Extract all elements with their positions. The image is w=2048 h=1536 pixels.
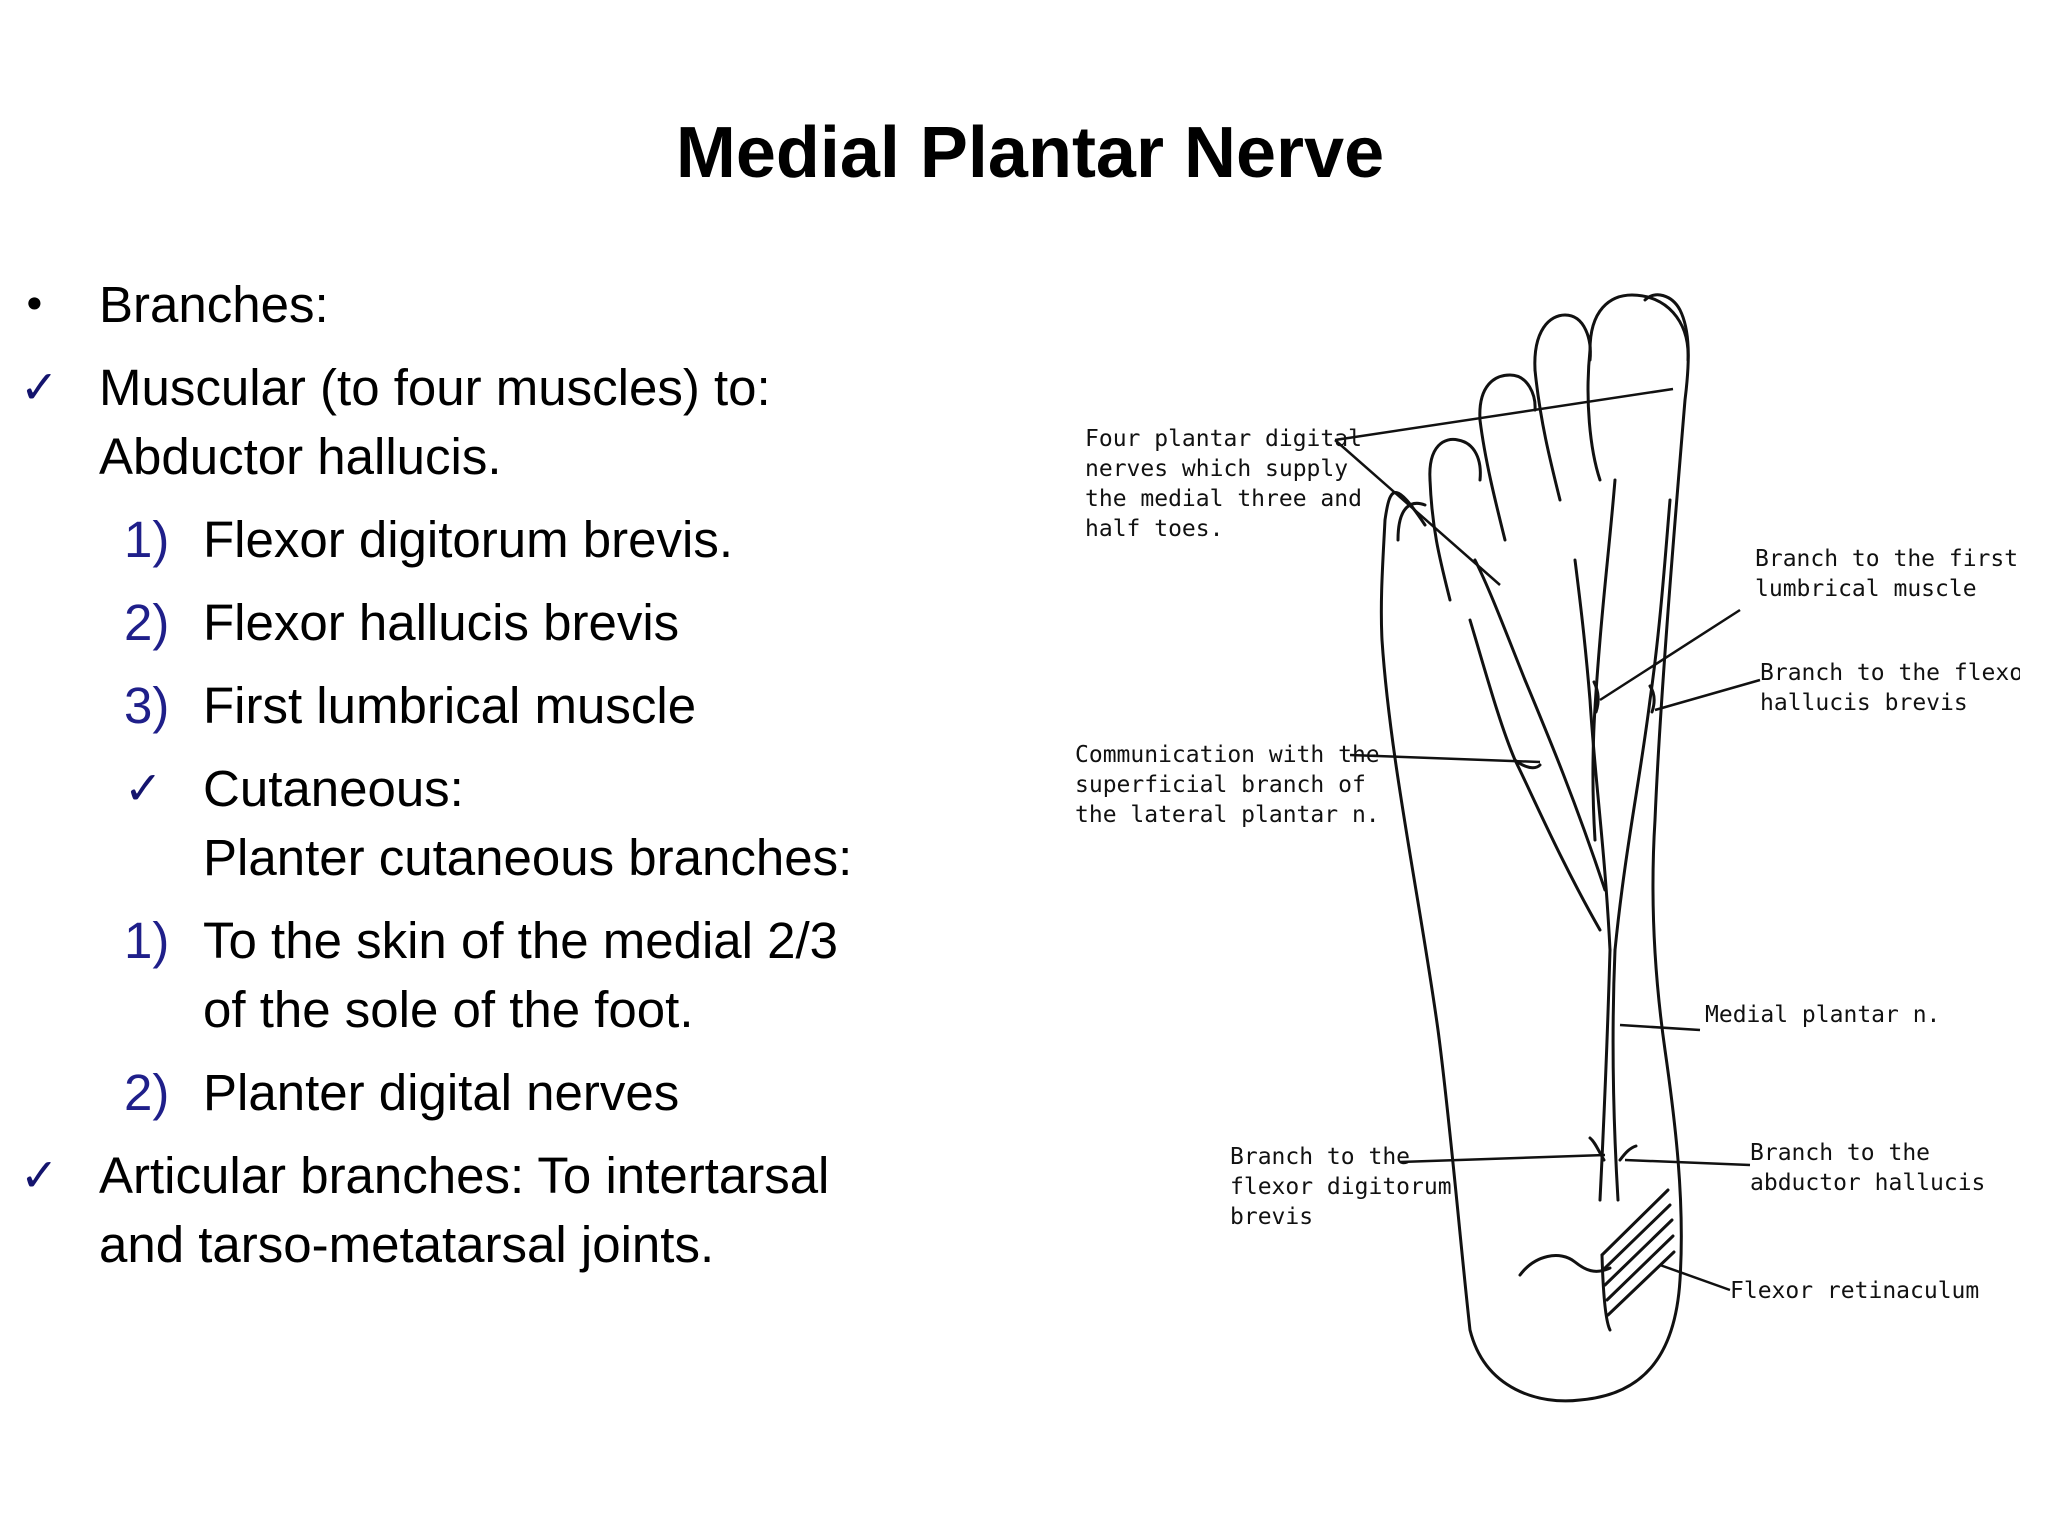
articular-line-1: Articular branches: To intertarsal	[99, 1147, 830, 1204]
articular-item: ✓ Articular branches: To intertarsal and…	[0, 1141, 940, 1279]
muscular-line-1: Muscular (to four muscles) to:	[99, 359, 771, 416]
branches-heading: Branches:	[99, 276, 329, 333]
muscle-text: First lumbrical muscle	[203, 677, 697, 734]
list-number: 1)	[124, 511, 170, 568]
articular-line-2: and tarso-metatarsal joints.	[99, 1216, 715, 1273]
list-number: 1)	[124, 912, 170, 969]
foot-outline	[1379, 293, 1690, 1403]
muscle-item-3: 3) First lumbrical muscle	[0, 671, 940, 740]
text-panel: • Branches: ✓ Muscular (to four muscles)…	[0, 270, 940, 1293]
label-flexor-retinaculum: Flexor retinaculum	[1730, 1278, 1979, 1304]
label-four-digital-nerves: Four plantar digital nerves which supply…	[1085, 426, 1376, 542]
cutaneous-line-1: Cutaneous:	[203, 760, 464, 817]
slide-title: Medial Plantar Nerve	[675, 113, 1385, 193]
cutaneous-sub-text: Planter digital nerves	[203, 1064, 680, 1121]
branches-heading-item: • Branches:	[0, 270, 940, 339]
cutaneous-line-2: Planter cutaneous branches:	[203, 829, 853, 886]
label-branch-first-lumbrical: Branch to the first lumbrical muscle	[1755, 546, 2020, 602]
checkmark-icon: ✓	[20, 360, 59, 414]
label-branch-flexor-hallucis: Branch to the flexor hallucis brevis	[1760, 660, 2020, 716]
checkmark-icon: ✓	[124, 761, 163, 815]
bullet-icon: •	[22, 280, 47, 329]
list-number: 2)	[124, 594, 170, 651]
foot-diagram-svg: Four plantar digital nerves which supply…	[1075, 293, 2020, 1403]
checkmark-icon: ✓	[20, 1148, 59, 1202]
foot-nerve-diagram: Four plantar digital nerves which supply…	[1060, 280, 2020, 1430]
cutaneous-item: ✓ Cutaneous: Planter cutaneous branches:	[0, 754, 940, 892]
muscular-line-2: Abductor hallucis.	[99, 428, 502, 485]
label-branch-flexor-digitorum: Branch to the flexor digitorum brevis	[1230, 1144, 1465, 1230]
muscle-item-1: 1) Flexor digitorum brevis.	[0, 505, 940, 574]
muscle-text: Flexor digitorum brevis.	[203, 511, 733, 568]
list-number: 2)	[124, 1064, 170, 1121]
label-medial-plantar-n: Medial plantar n.	[1705, 1002, 1940, 1028]
list-number: 3)	[124, 677, 170, 734]
cutaneous-sub-line-1: To the skin of the medial 2/3	[203, 912, 839, 969]
muscle-item-2: 2) Flexor hallucis brevis	[0, 588, 940, 657]
cutaneous-sub-line-2: of the sole of the foot.	[203, 981, 694, 1038]
muscle-text: Flexor hallucis brevis	[203, 594, 680, 651]
cutaneous-sub-item-2: 2) Planter digital nerves	[0, 1058, 940, 1127]
muscular-item: ✓ Muscular (to four muscles) to: Abducto…	[0, 353, 940, 491]
cutaneous-sub-item-1: 1) To the skin of the medial 2/3 of the …	[0, 906, 940, 1044]
leader-lines	[1334, 387, 1761, 1292]
label-branch-abductor-hallucis: Branch to the abductor hallucis	[1750, 1140, 1985, 1196]
label-communication: Communication with the superficial branc…	[1075, 742, 1394, 828]
